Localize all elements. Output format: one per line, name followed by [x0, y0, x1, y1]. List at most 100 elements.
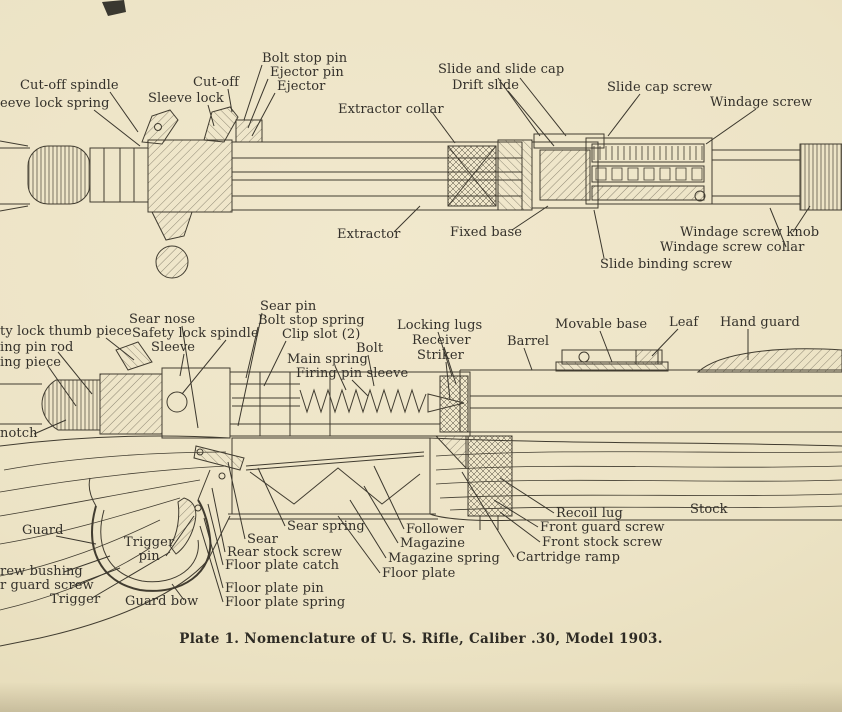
part-label-sleeve-lock: Sleeve lock [148, 91, 224, 106]
part-label-sleeve-lock-spring: eeve lock spring [0, 96, 110, 111]
leader-line-striker [445, 361, 451, 401]
leader-line-guard-bow [171, 583, 185, 601]
leader-line-windage-screw [705, 108, 757, 145]
part-label-trigger-pin: Trigger pin [124, 535, 175, 565]
part-label-barrel: Barrel [507, 334, 550, 349]
part-label-floor-plate-spring: Floor plate spring [225, 595, 346, 610]
leader-line-slide-cap-screw [607, 93, 641, 137]
part-label-stock: Stock [690, 502, 728, 517]
part-label-safety-lock-thumb-piece: ty lock thumb piece [0, 324, 132, 339]
part-label-follower: Follower [406, 522, 465, 537]
receiver-and-rear-sight [497, 133, 713, 211]
leader-line-rear-guard-screw [71, 567, 121, 587]
part-label-recoil-lug: Recoil lug [556, 506, 623, 521]
leader-line-safety-lock-thumb-piece [105, 337, 135, 361]
part-label-cut-off-spindle: Cut-off spindle [20, 78, 119, 93]
leader-line-sear-pin [237, 312, 263, 427]
part-label-rear-guard-screw: r guard screw [0, 578, 94, 593]
rear-sight-leaf [555, 349, 669, 372]
leader-line-cocking-piece [47, 365, 77, 407]
leader-line-follower [373, 465, 405, 530]
leader-line-sear [227, 461, 246, 540]
part-label-ejector-pin: Ejector pin [270, 65, 344, 80]
part-label-drift-slide: Drift slide [452, 78, 520, 93]
leader-line-slide-and-slide-cap [497, 77, 541, 137]
part-label-sear: Sear [247, 532, 278, 547]
leader-line-bolt [367, 354, 375, 387]
leader-line-ejector-pin [247, 78, 269, 129]
leader-line-leaf [651, 328, 679, 357]
part-label-floor-plate: Floor plate [382, 566, 456, 581]
leader-line-sear-nose [181, 325, 199, 429]
bolt-assembly-rear [0, 106, 263, 213]
part-label-safety-notch: notch [0, 426, 38, 441]
action-cross-section [0, 341, 471, 439]
part-label-rear-stock-screw: Rear stock screw [227, 545, 343, 560]
leader-line-guard [55, 535, 97, 545]
leader-line-extractor-collar [431, 111, 456, 144]
part-label-bolt: Bolt [356, 341, 384, 356]
part-label-bolt-stop-pin: Bolt stop pin [262, 51, 348, 66]
leader-line-cartridge-ramp [461, 471, 515, 558]
leader-line-locking-lugs [437, 331, 453, 377]
leader-line-sleeve-lock [207, 104, 215, 127]
part-label-guard-bow: Guard bow [125, 594, 199, 609]
part-label-trigger: Trigger [50, 592, 101, 607]
part-label-floor-plate-catch: Floor plate catch [225, 558, 340, 573]
leader-line-extractor [393, 205, 421, 233]
magazine-assembly [228, 435, 513, 530]
part-label-guard: Guard [22, 523, 64, 538]
leader-line-trigger-pin [165, 515, 195, 557]
part-label-sear-spring: Sear spring [287, 519, 365, 534]
leader-line-fixed-base [511, 205, 549, 231]
part-label-firing-pin-rod: ing pin rod [0, 340, 74, 355]
barrel-section [712, 143, 842, 211]
part-label-slide-and-slide-cap: Slide and slide cap [438, 62, 565, 77]
leader-line-cut-off-spindle [109, 91, 139, 133]
leader-line-magazine [363, 485, 399, 544]
leader-line-firing-pin-sleeve [351, 379, 369, 397]
part-label-cut-off: Cut-off [193, 75, 240, 90]
part-label-slide-cap-screw: Slide cap screw [607, 80, 713, 95]
part-label-leaf: Leaf [669, 315, 699, 330]
leader-line-main-spring [334, 365, 347, 391]
part-label-clip-slot: Clip slot (2) [282, 327, 361, 342]
leader-line-barrel [523, 347, 533, 371]
part-label-slide-binding-screw: Slide binding screw [600, 257, 733, 272]
leader-line-slide-binding-screw [593, 209, 605, 259]
leader-line-safety-notch [33, 419, 67, 435]
part-label-sleeve: Sleeve [151, 340, 196, 355]
leader-line-cut-off [227, 88, 233, 113]
part-label-magazine-spring: Magazine spring [388, 551, 500, 566]
leader-line-recoil-lug [499, 477, 555, 514]
part-label-movable-base: Movable base [555, 317, 648, 332]
leader-line-safety-lock-spindle [181, 339, 227, 395]
leader-line-clip-slot [263, 340, 287, 387]
part-label-sear-nose: Sear nose [129, 312, 196, 327]
leader-line-trigger [91, 551, 171, 599]
part-label-fixed-base: Fixed base [450, 225, 523, 240]
leader-line-windage-screw-knob [792, 205, 811, 233]
part-label-main-spring: Main spring [287, 352, 368, 367]
leader-line-ejector [251, 92, 276, 137]
leader-line-firing-pin-rod [57, 351, 93, 395]
part-label-firing-pin-sleeve: Firing pin sleeve [296, 366, 409, 381]
part-label-windage-screw: Windage screw [710, 95, 813, 110]
leader-line-floor-plate-pin [203, 517, 224, 589]
leader-line-slide-and-slide-cap [519, 77, 567, 137]
leader-line-front-guard-screw [493, 499, 539, 528]
leader-line-windage-screw-collar [769, 207, 787, 248]
part-label-front-guard-screw: Front guard screw [540, 520, 665, 535]
leader-line-magazine-spring [349, 499, 387, 559]
scan-artifact [102, 0, 126, 16]
part-label-cocking-piece: ing piece [0, 355, 62, 370]
leader-line-bolt-stop-pin [243, 64, 263, 121]
leader-line-rear-stock-screw [211, 487, 226, 553]
part-label-bolt-stop-spring: Bolt stop spring [258, 313, 365, 328]
part-label-extractor-collar: Extractor collar [338, 102, 444, 117]
leader-line-front-stock-screw [499, 511, 541, 543]
leader-line-sleeve [179, 353, 185, 377]
part-label-floor-plate-pin: Floor plate pin [225, 581, 324, 596]
